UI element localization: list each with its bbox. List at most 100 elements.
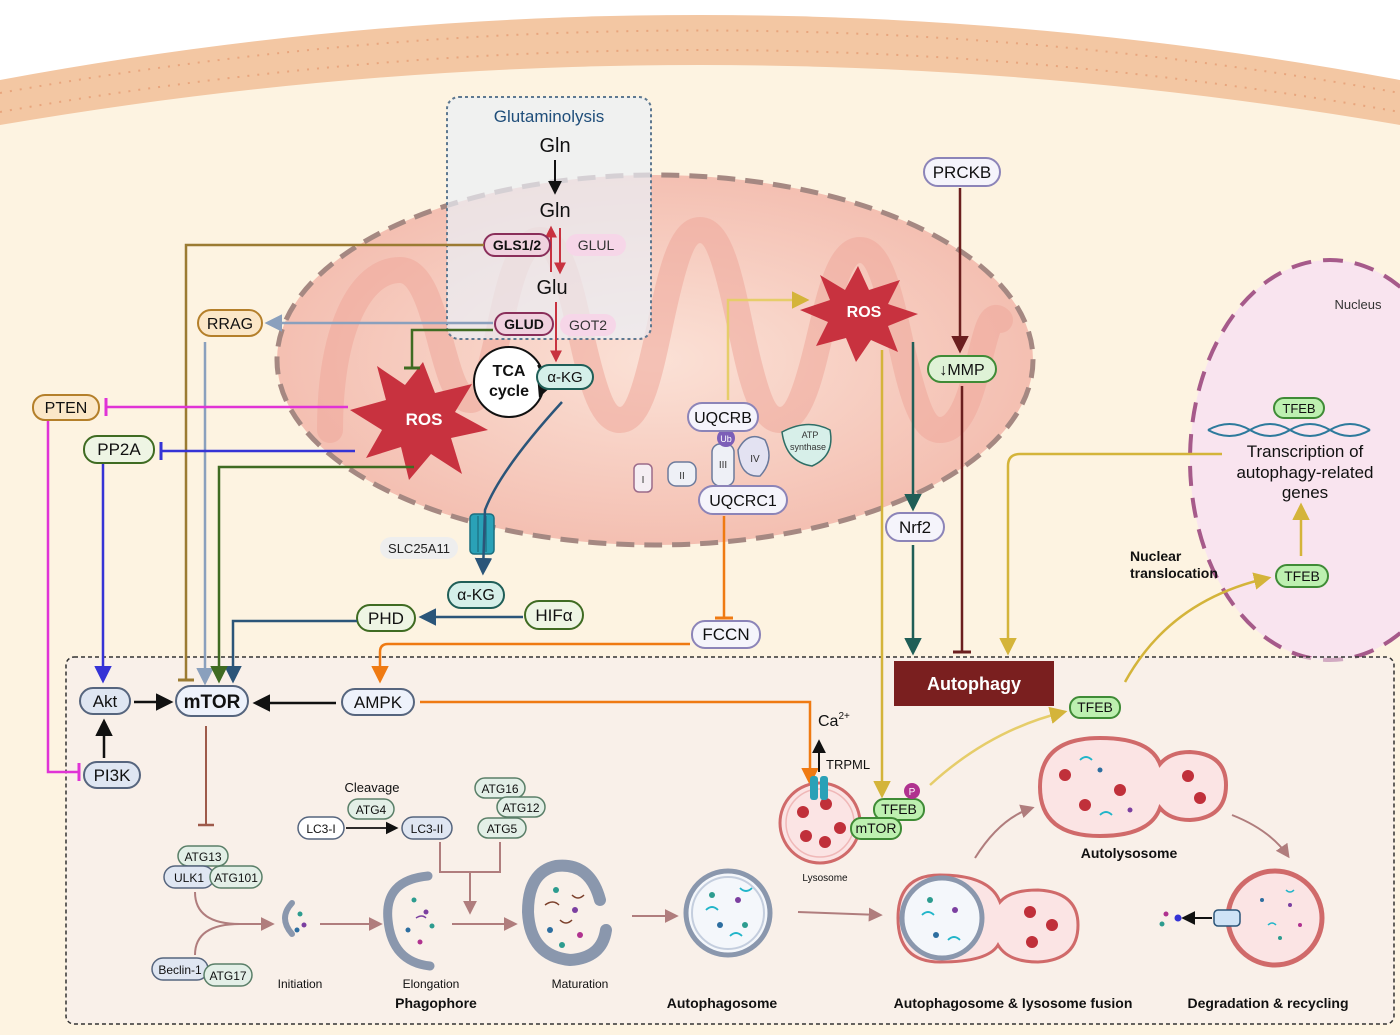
complex-i-label: I: [642, 475, 645, 486]
atp-synthase: [781, 423, 832, 467]
autophagosome-inner-membrane: [691, 876, 765, 950]
tfeb-dna-node: [1273, 397, 1325, 419]
tca-line2: cycle: [489, 383, 529, 400]
glu-label: Glu: [536, 277, 567, 299]
pi3k-label: PI3K: [94, 766, 132, 785]
uqcrc1-label: UQCRC1: [709, 493, 777, 510]
fusion-cargo: [921, 897, 1058, 948]
uqcrb-to-ros-arrow: [726, 291, 810, 400]
stage-phagophore-label: Phagophore: [395, 995, 477, 1011]
fusion-to-autolysosome-arrow: [974, 804, 1035, 859]
tfeb-free-label: TFEB: [1077, 699, 1113, 715]
ampk-label: AMPK: [354, 693, 403, 712]
phd-label: PHD: [368, 609, 404, 628]
beclin-label: Beclin-1: [158, 963, 202, 977]
gln-outer-label: Gln: [539, 135, 570, 157]
tfeb-nucleus-label: TFEB: [1284, 568, 1320, 584]
uqcrc1-node: [698, 485, 788, 515]
autophagosome: [683, 868, 773, 958]
transcription-line3: genes: [1282, 483, 1328, 502]
ros-to-mtor-arrow: [210, 465, 414, 684]
phd-node: [356, 604, 416, 632]
akt-node: [79, 687, 131, 715]
gln-inner-label: Gln: [539, 200, 570, 222]
glul-node: [566, 234, 626, 256]
nrf2-node: [885, 512, 945, 542]
transcription-to-autophagy-arrow: [999, 452, 1222, 656]
calcium-label: Ca2+: [818, 711, 850, 730]
lc3ii-label: LC3-II: [411, 822, 444, 836]
fccn-to-ampk-arrow: [371, 642, 690, 684]
rrag-label: RRAG: [207, 316, 253, 333]
ros-right-label: ROS: [847, 304, 882, 321]
tfeb-lysosome-node: [873, 798, 925, 821]
atg16-label: ATG16: [481, 782, 518, 796]
prckb-label: PRCKB: [933, 163, 992, 182]
recycled-molecules: [1159, 911, 1182, 927]
atg16-node: [474, 777, 526, 799]
dna-strand: [1207, 423, 1371, 437]
complex-ii: [667, 461, 697, 487]
degradation-fragments: [1260, 889, 1302, 940]
atp-synthase-line1: ATP: [802, 430, 819, 440]
prckb-node: [923, 157, 1001, 187]
rrag-node: [197, 309, 263, 337]
akg-export-arrow: [474, 401, 563, 576]
tca-cycle: [473, 346, 545, 418]
glud-inhibits-ros-line: [410, 328, 493, 368]
atg12-node: [496, 796, 546, 818]
atp-synthase-line2: synthase: [790, 442, 826, 452]
nuclear-translocation-line1: Nuclear: [1130, 548, 1182, 564]
pp2a-label: PP2A: [97, 440, 141, 459]
cleavage-label: Cleavage: [345, 780, 400, 795]
fusion-autophagosome-part: [899, 875, 985, 961]
ampk-node: [341, 688, 415, 716]
tfeb-lysosome-label: TFEB: [881, 801, 917, 817]
slc25a11-label: SLC25A11: [388, 541, 450, 556]
autophagy-process-box: [65, 656, 1395, 1025]
membrane-lipid-pattern: [0, 29, 1400, 113]
autophagosome-cargo: [705, 887, 753, 937]
glutaminolysis-title: Glutaminolysis: [494, 107, 605, 126]
ubiquinone: [717, 429, 735, 447]
akg-outer-node: [447, 581, 505, 609]
phosphate-label: P: [909, 787, 916, 798]
atg17-node: [203, 963, 253, 987]
stage-autolysosome-label: Autolysosome: [1081, 845, 1178, 861]
glud-node: [494, 312, 554, 336]
fccn-label: FCCN: [702, 625, 749, 644]
autophagy-node: [894, 661, 1054, 706]
complex-ii-label: II: [679, 471, 685, 482]
lc3ii-node: [401, 816, 453, 840]
nuclear-translocation-arrow: [1123, 572, 1272, 683]
complex-iii-label: III: [719, 460, 727, 471]
stage-autophagosome-label: Autophagosome: [667, 995, 778, 1011]
stage-fusion-label: Autophagosome & lysosome fusion: [894, 995, 1133, 1011]
atg101-label: ATG101: [214, 871, 258, 885]
uqcrb-node: [687, 402, 759, 432]
hifa-label: HIFα: [535, 606, 572, 625]
ampk-to-lysosome-arrow: [420, 700, 819, 786]
hifa-node: [524, 600, 584, 630]
mtor-lysosome-node: [850, 817, 902, 840]
nucleus-label: Nucleus: [1335, 297, 1382, 312]
phd-to-mtor-arrow: [224, 619, 357, 684]
got2-label: GOT2: [569, 317, 607, 333]
atg5-label: ATG5: [487, 822, 518, 836]
akg-inner-label: α-KG: [547, 369, 582, 386]
mtor-label: mTOR: [184, 692, 241, 713]
tca-line1: TCA: [493, 363, 526, 380]
stage-initiation-label: Initiation: [278, 977, 323, 991]
maturation-membrane: [521, 859, 612, 967]
akg-inner-node: [536, 364, 594, 390]
glul-label: GLUL: [578, 237, 615, 253]
tfeb-nucleus-node: [1275, 564, 1329, 588]
initiation-cargo: [294, 911, 307, 933]
beclin-to-initiation-line: [194, 923, 241, 956]
pten-label: PTEN: [45, 400, 88, 417]
phosphate-badge: [904, 783, 920, 799]
complex-iv-label: IV: [750, 454, 760, 465]
elongation-cargo: [405, 897, 435, 945]
got2-node: [560, 314, 616, 336]
